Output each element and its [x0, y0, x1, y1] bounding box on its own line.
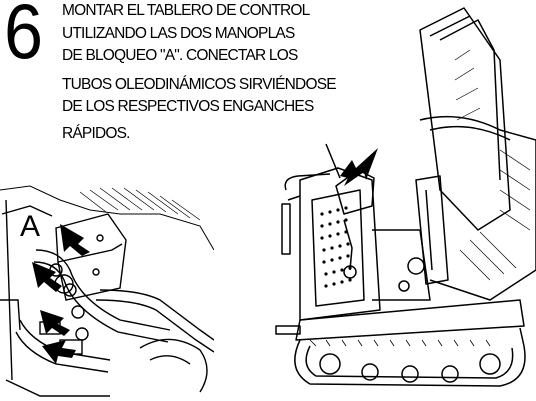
instruction-line-1: MONTAR EL TABLERO DE CONTROL [62, 2, 310, 19]
instruction-line-3: DE BLOQUEO "A". CONECTAR LOS [62, 47, 298, 64]
instruction-line-6: RÁPIDOS. [62, 124, 130, 142]
instruction-line-5: DE LOS RESPECTIVOS ENGANCHES [62, 98, 314, 115]
detail-illustration [0, 185, 214, 397]
step-instructions: MONTAR EL TABLERO DE CONTROL UTILIZANDO … [62, 0, 402, 145]
detail-label-a: A [20, 210, 41, 243]
pointer-arrow [340, 148, 378, 186]
step-number: 6 [4, 0, 44, 75]
machine-illustration [275, 7, 536, 387]
instruction-line-2: UTILIZANDO LAS DOS MANOPLAS [62, 24, 295, 42]
instruction-line-4: TUBOS OLEODINÁMICOS SIRVIÉNDOSE [62, 75, 337, 93]
